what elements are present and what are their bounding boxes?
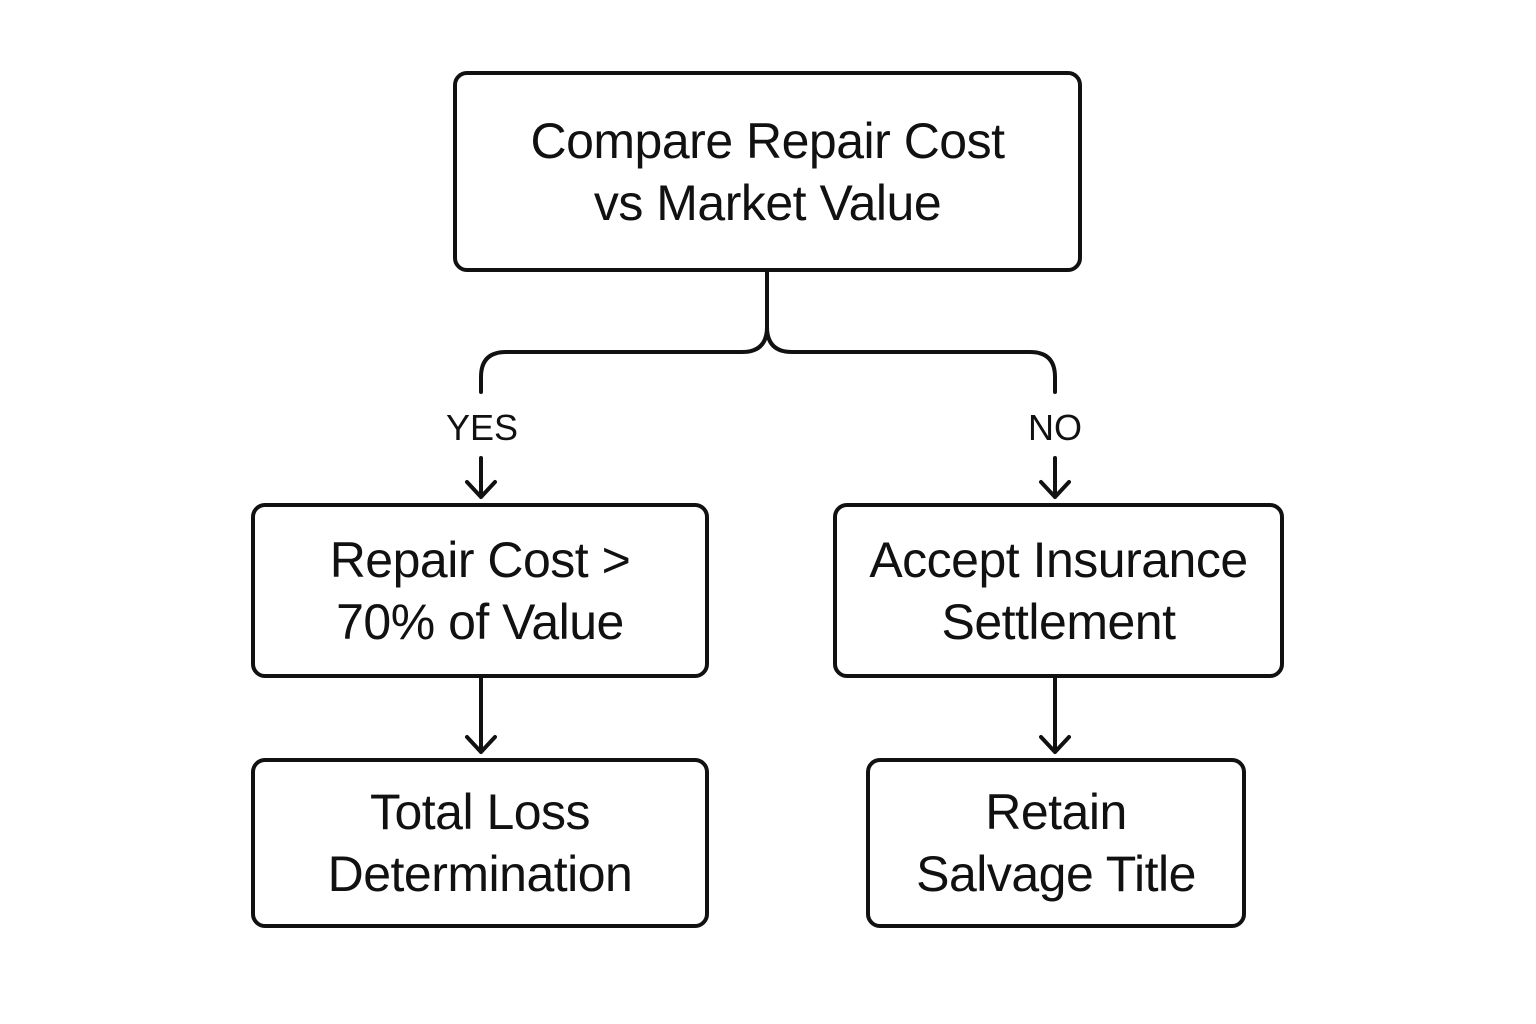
node-label-line: Settlement — [941, 593, 1176, 650]
branch-label-no: NO — [1028, 407, 1082, 448]
node-label-line: Total Loss — [369, 784, 591, 840]
connector-root-to-accept — [765, 325, 1057, 394]
node-label-line: Repair Cost > — [329, 531, 631, 588]
node-label-line: 70% of Value — [336, 593, 624, 650]
connector-root-to-repair — [479, 270, 769, 394]
node-label-line: Retain — [985, 784, 1127, 840]
node-label-line: Compare Repair Cost — [530, 112, 1005, 169]
node-label-line: Salvage Title — [916, 846, 1196, 902]
node-repair-cost-threshold: Repair Cost > 70% of Value — [251, 503, 709, 678]
connector-no-arrow — [1039, 456, 1071, 499]
node-total-loss-determination: Total Loss Determination — [251, 758, 709, 928]
node-label-line: vs Market Value — [593, 174, 942, 231]
node-compare-repair-cost: Compare Repair Cost vs Market Value — [453, 71, 1082, 272]
node-label-line: Determination — [327, 846, 633, 902]
connector-repair-to-total — [465, 676, 497, 754]
node-retain-salvage-title: Retain Salvage Title — [866, 758, 1246, 928]
branch-label-yes: YES — [445, 407, 519, 448]
connector-accept-to-retain — [1039, 676, 1071, 754]
connector-yes-arrow — [465, 456, 497, 499]
node-accept-insurance-settlement: Accept Insurance Settlement — [833, 503, 1284, 678]
node-label-line: Accept Insurance — [869, 531, 1248, 588]
